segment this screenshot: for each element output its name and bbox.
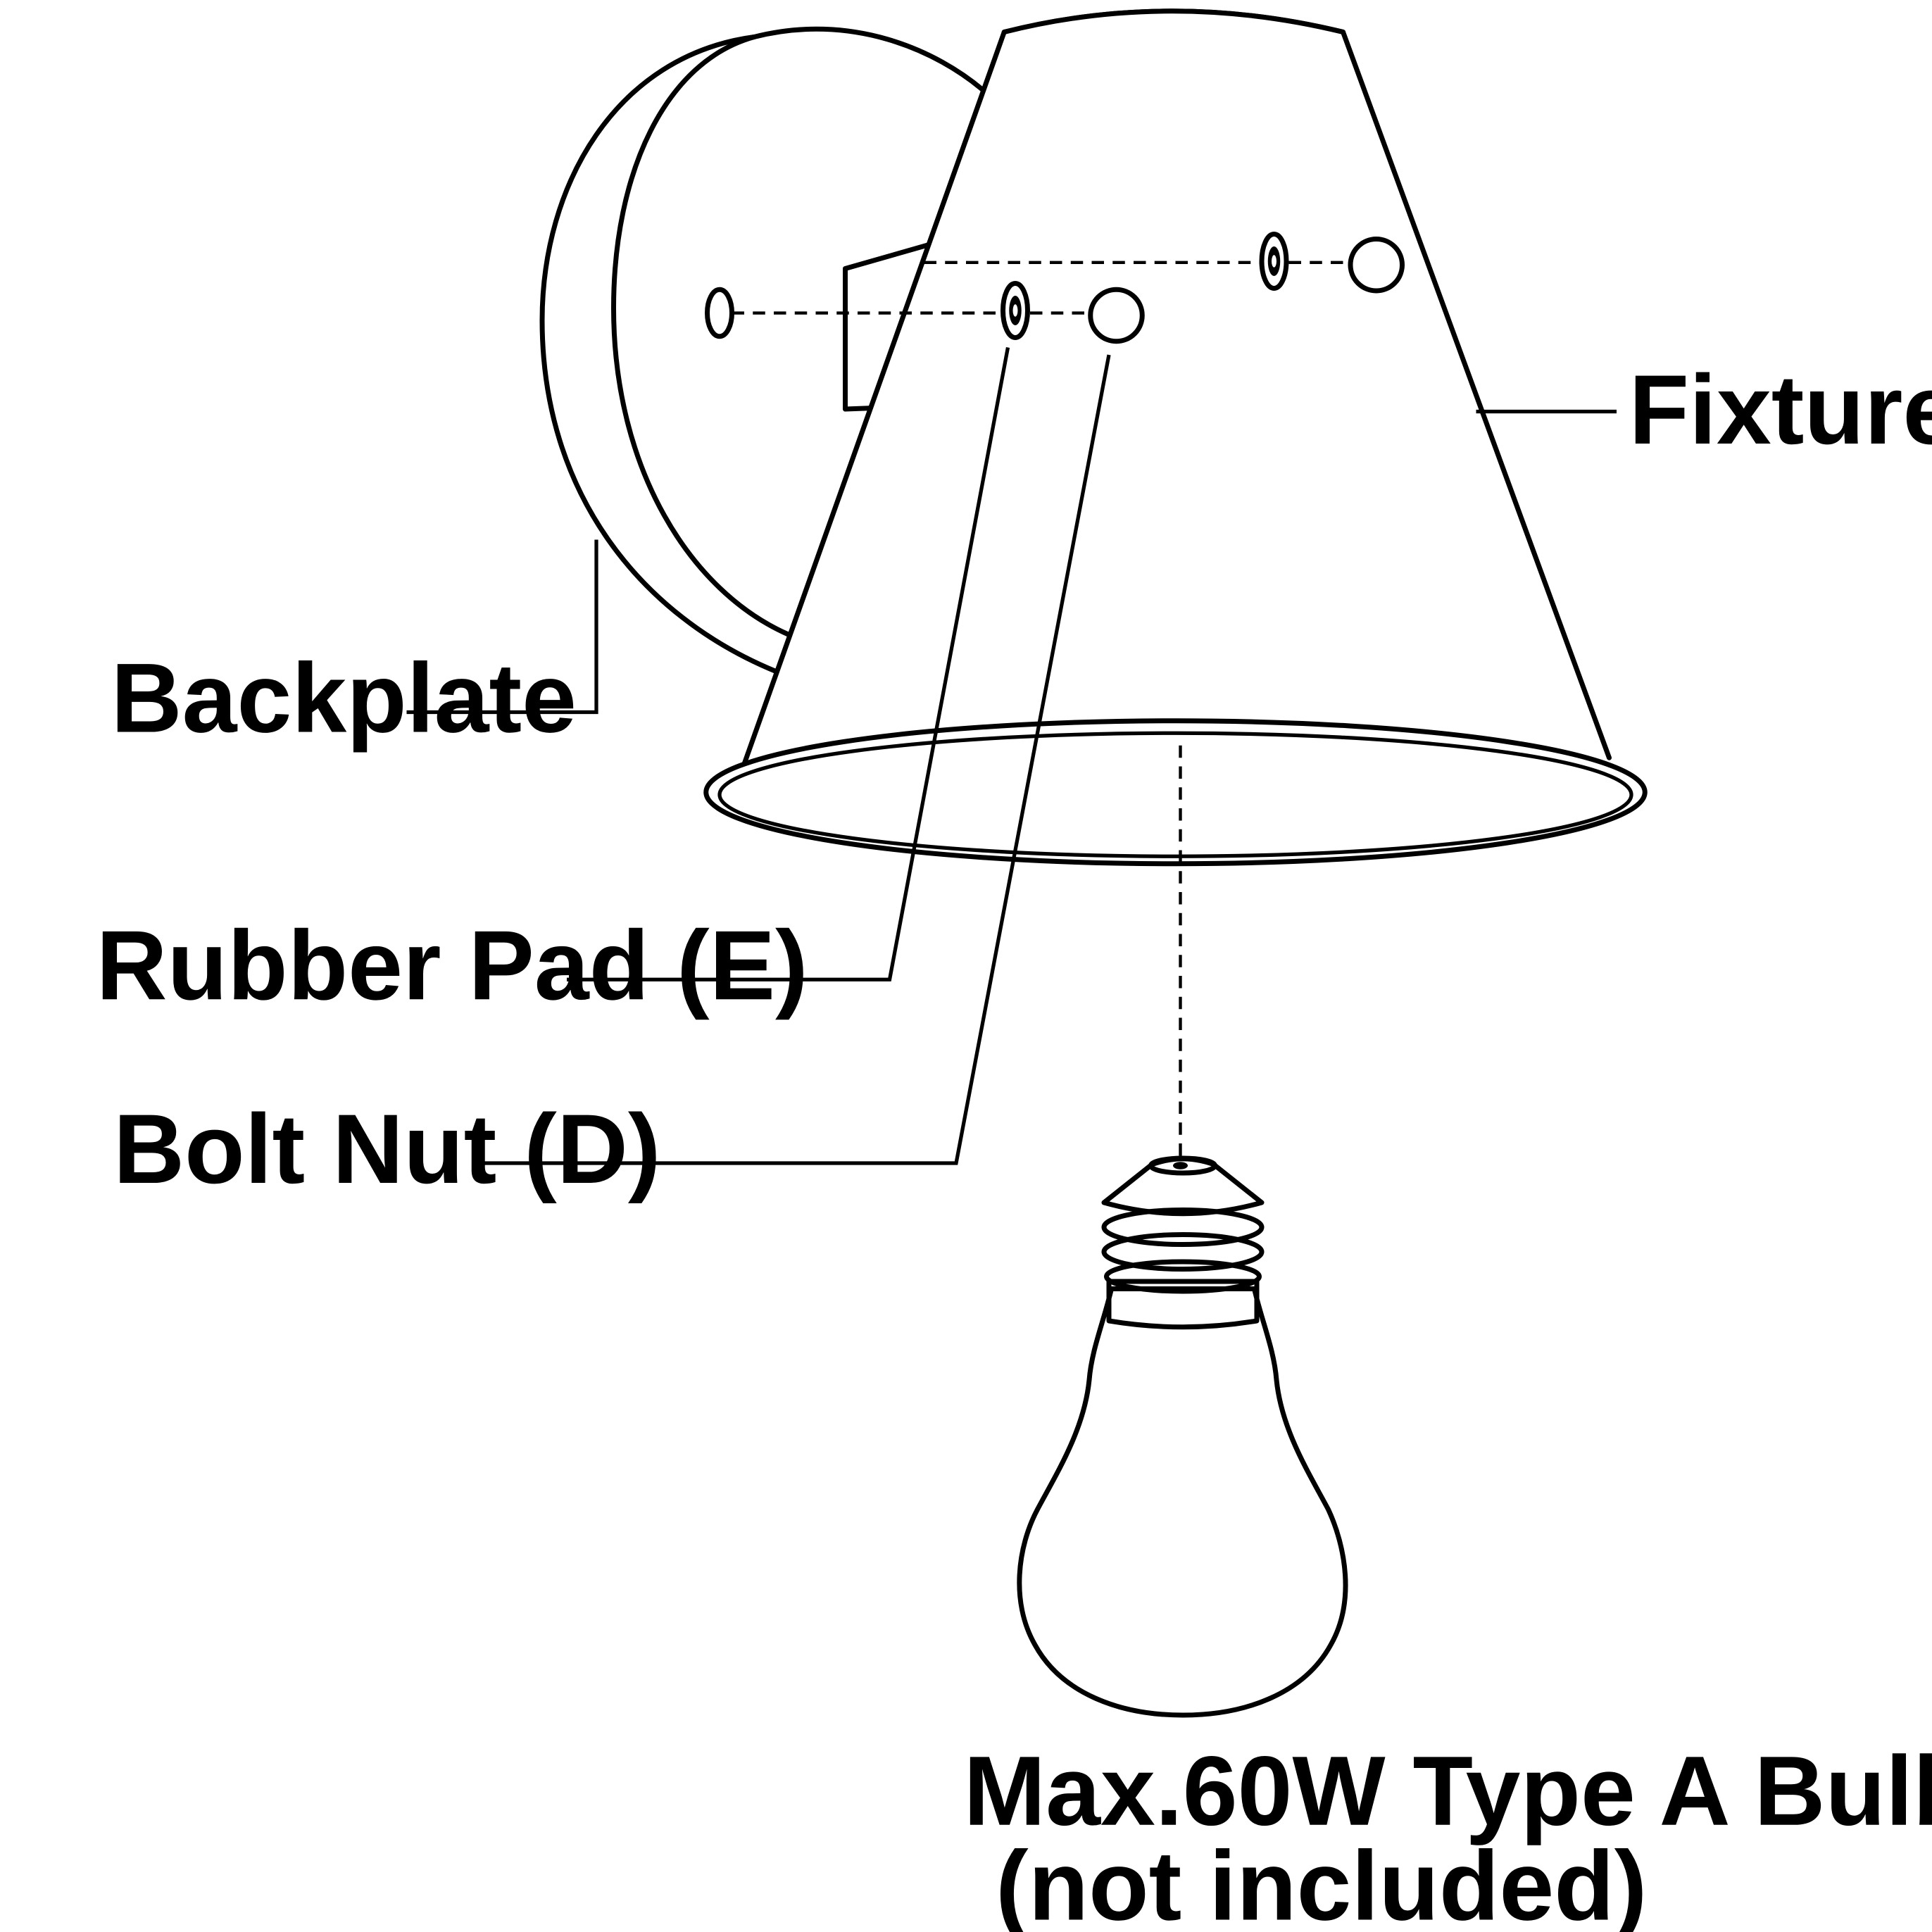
- fixture-label: Fixture: [1629, 354, 1932, 465]
- bulb-caption-line2: (not included): [996, 1831, 1647, 1932]
- mounting-hole-icon: [705, 287, 734, 339]
- fixture-shade-shape: [703, 8, 1648, 867]
- rubber-pad-icon: [1000, 232, 1289, 340]
- bulb-icon: [1017, 1155, 1348, 1718]
- bolt-nut-icon: [1088, 237, 1405, 344]
- rubber-pad-label: Rubber Pad (E): [96, 910, 808, 1020]
- bulb-caption-line1: Max.60W Type A Bulb: [964, 1736, 1932, 1846]
- bolt-nut-label: Bolt Nut (D): [113, 1093, 661, 1204]
- alignment-lines: [732, 261, 1353, 1161]
- leader-lines: [406, 347, 1617, 1165]
- backplate-label: Backplate: [111, 643, 577, 753]
